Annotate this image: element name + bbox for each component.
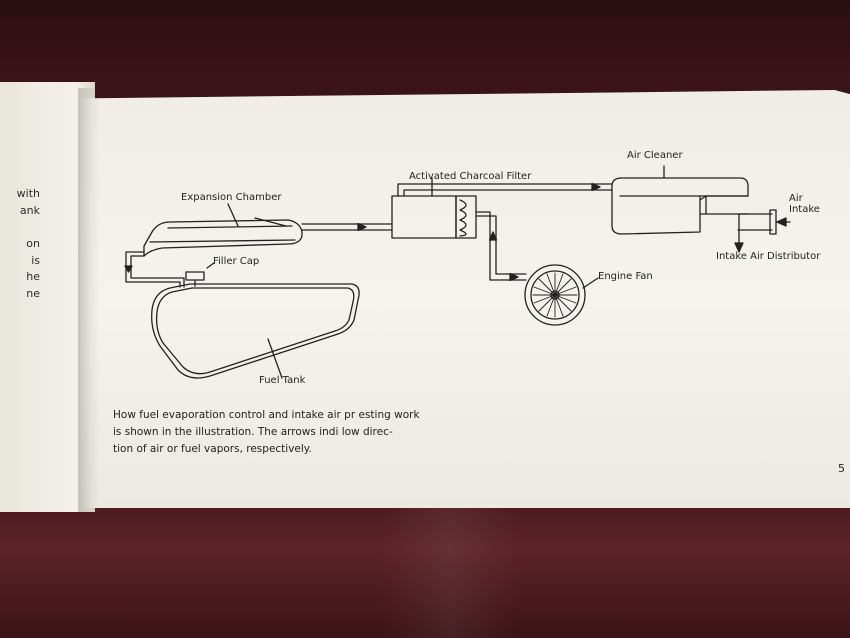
left-fragment: he	[26, 270, 40, 283]
left-fragment: ank	[19, 203, 40, 217]
leather-surface	[0, 500, 850, 638]
page-number: 5	[838, 462, 845, 475]
label-intake-air-distributor: Intake Air Distributor	[716, 251, 821, 262]
left-fragment: ne	[26, 286, 40, 300]
filler-cap-shape	[185, 271, 205, 281]
label-fuel-tank: Fuel Tank	[259, 375, 306, 386]
caption-line: tion of air or fuel vapors, respectively…	[113, 443, 312, 455]
left-page	[0, 82, 95, 512]
label-activated-charcoal-filter: Activated Charcoal Filter	[409, 171, 532, 182]
right-page	[80, 90, 850, 508]
fuel-tank-shape	[151, 283, 360, 379]
caption-line: is shown in the illustration. The arrows…	[113, 426, 393, 438]
left-fragment: is	[31, 253, 40, 267]
left-fragment: with	[16, 187, 40, 200]
air-cleaner-shape	[611, 177, 749, 235]
label-air-intake-line1: Air	[789, 193, 803, 204]
label-air-intake-line2: Intake	[789, 204, 820, 215]
left-page-text: with ank on is he ne	[0, 186, 40, 302]
caption-line: How fuel evaporation control and intake …	[113, 409, 420, 421]
figure-caption: How fuel evaporation control and intake …	[113, 407, 483, 458]
label-filler-cap: Filler Cap	[213, 256, 260, 267]
book-gutter	[78, 88, 100, 512]
label-engine-fan: Engine Fan	[598, 271, 653, 282]
charcoal-filter-shape	[391, 195, 457, 239]
expansion-chamber-shape	[143, 219, 303, 257]
left-fragment: on	[26, 237, 40, 250]
label-expansion-chamber: Expansion Chamber	[181, 192, 282, 203]
fuel-tank-inner	[155, 287, 355, 375]
leather-sheen	[380, 505, 520, 638]
label-air-cleaner: Air Cleaner	[627, 150, 683, 161]
engine-fan-shape	[524, 264, 586, 326]
